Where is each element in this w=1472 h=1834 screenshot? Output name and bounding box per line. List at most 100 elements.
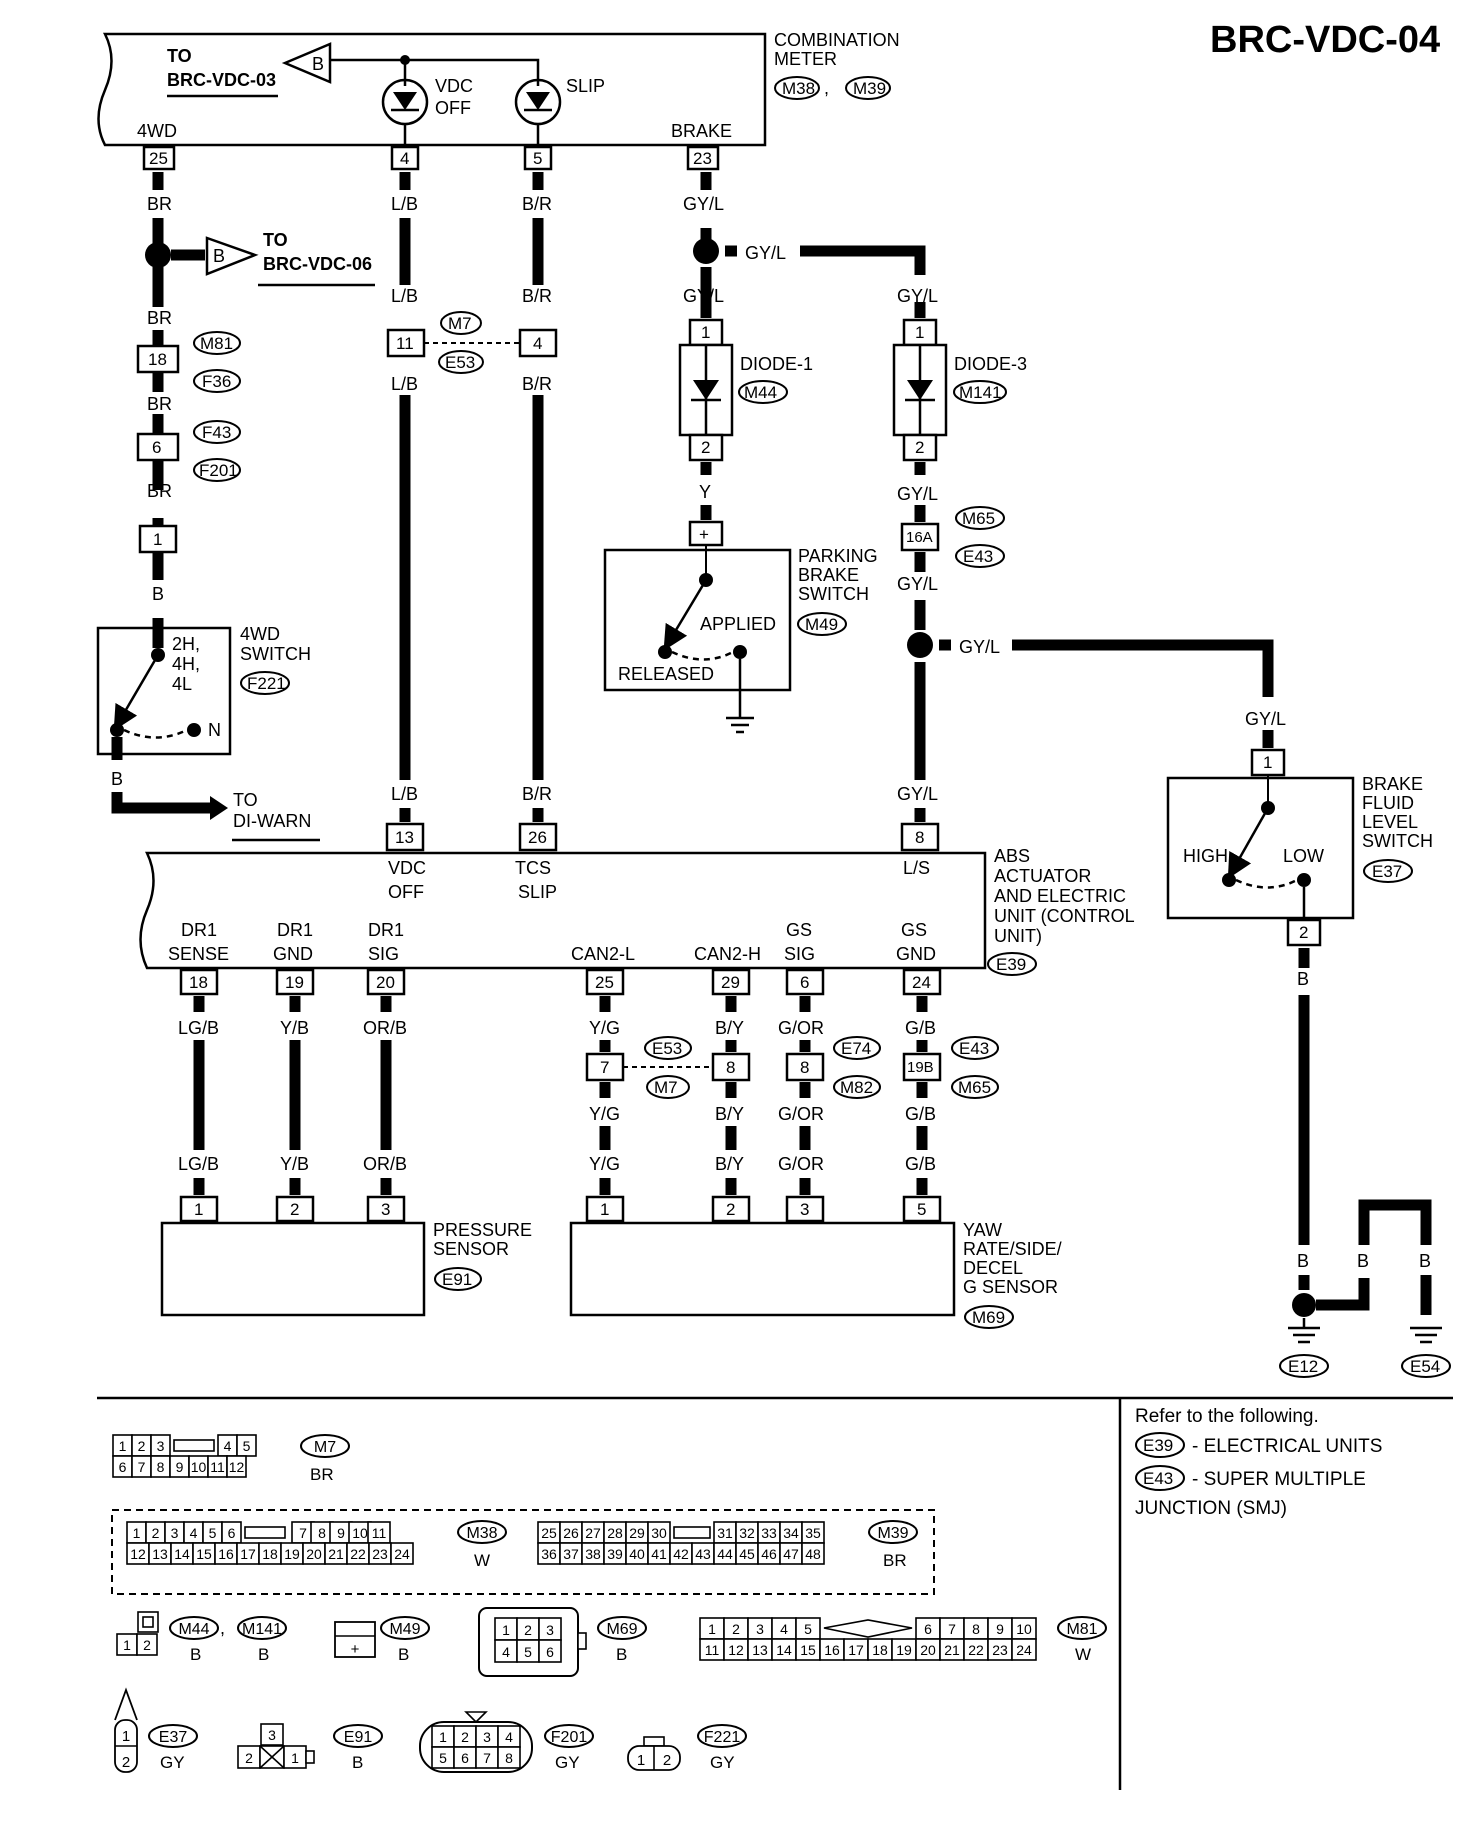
connector-e53-ref: E53	[438, 350, 484, 374]
pin-cell: 5	[804, 1621, 812, 1637]
svg-text:7: 7	[600, 1058, 609, 1077]
svg-text:1: 1	[1263, 753, 1272, 772]
pin-cell: 10	[352, 1525, 368, 1541]
svg-text:F36: F36	[202, 372, 231, 391]
svg-text:Y/B: Y/B	[280, 1018, 309, 1038]
svg-text:G SENSOR: G SENSOR	[963, 1277, 1058, 1297]
svg-text:E74: E74	[841, 1039, 871, 1058]
svg-text:18: 18	[189, 973, 208, 992]
svg-text:Y: Y	[699, 482, 711, 502]
svg-text:SLIP: SLIP	[566, 76, 605, 96]
svg-text:B/R: B/R	[522, 286, 552, 306]
connector-e91-ref: E91	[434, 1267, 482, 1291]
svg-text:Y/G: Y/G	[589, 1104, 620, 1124]
yaw-rate-sensor: 1 2 3 5 YAW RATE/SIDE/ DECEL G SENSOR M6…	[569, 1195, 1062, 1329]
connector-color: W	[1075, 1645, 1091, 1664]
pin-cell: 10	[1016, 1621, 1032, 1637]
svg-text:PRESSURE: PRESSURE	[433, 1220, 532, 1240]
arrow-b-to-vdc03: B	[281, 42, 332, 84]
pin-cell: 2	[152, 1525, 160, 1541]
svg-text:1: 1	[153, 530, 162, 549]
svg-text:- ELECTRICAL UNITS: - ELECTRICAL UNITS	[1192, 1436, 1382, 1457]
svg-text:6: 6	[152, 438, 161, 457]
pin-cell: 45	[739, 1546, 755, 1562]
svg-text:E43: E43	[959, 1039, 989, 1058]
svg-text:BRC-VDC-06: BRC-VDC-06	[263, 254, 372, 274]
svg-text:1: 1	[600, 1200, 609, 1219]
wire-gb: G/B G/B G/B	[905, 996, 936, 1195]
svg-text:VDC: VDC	[388, 858, 426, 878]
svg-text:B: B	[213, 246, 225, 266]
connector-16a: 16A	[900, 522, 940, 552]
wire-lb: L/B L/B L/B L/B	[391, 172, 418, 822]
pin-cell: 1	[119, 1438, 127, 1454]
combination-meter: COMBINATION METER M38 , M39 TO BRC-VDC-0…	[97, 30, 900, 147]
connector-e53b-ref: E53	[644, 1036, 692, 1060]
svg-text:4: 4	[400, 149, 409, 168]
wire-by: B/Y B/Y B/Y	[715, 996, 744, 1195]
svg-text:6: 6	[800, 973, 809, 992]
svg-text:SWITCH: SWITCH	[240, 644, 311, 664]
pin-cell: 9	[996, 1621, 1004, 1637]
svg-text:AND ELECTRIC: AND ELECTRIC	[994, 886, 1126, 906]
connector-ref: M141	[242, 1621, 282, 1638]
pin-cell: 10	[191, 1459, 207, 1475]
pin-cell: 4	[502, 1644, 510, 1660]
svg-text:5: 5	[917, 1200, 926, 1219]
svg-text:TCS: TCS	[515, 858, 551, 878]
svg-text:E53: E53	[445, 353, 475, 372]
pin-cell: 13	[752, 1642, 768, 1658]
svg-text:METER: METER	[774, 49, 837, 69]
pin-cell: 17	[848, 1642, 864, 1658]
brake-fluid-level-switch: 1 HIGH LOW 2 BRAKE FLUID LEVEL SWITCH E3…	[1166, 748, 1433, 947]
pin-cell: 34	[783, 1525, 799, 1541]
svg-text:BRC-VDC-03: BRC-VDC-03	[167, 70, 276, 90]
svg-text:SIG: SIG	[784, 944, 815, 964]
svg-text:GY/L: GY/L	[897, 574, 938, 594]
pin-cell: 4	[190, 1525, 198, 1541]
pin-cell: 11	[210, 1459, 225, 1475]
connector-6: 6	[136, 432, 180, 462]
svg-text:M49: M49	[805, 615, 838, 634]
pin-cell: 37	[563, 1546, 579, 1562]
to-brc-vdc-03-label: TO BRC-VDC-03	[167, 46, 278, 98]
connector-color: GY	[710, 1753, 735, 1772]
svg-text:DR1: DR1	[368, 920, 404, 940]
pin-cell: 4	[505, 1729, 513, 1745]
pin-cell: 32	[739, 1525, 755, 1541]
pin-cell: 22	[350, 1546, 366, 1562]
svg-text:3: 3	[800, 1200, 809, 1219]
svg-text:F201: F201	[199, 461, 238, 480]
svg-text:GY/L: GY/L	[959, 637, 1000, 657]
pin-8: 8	[900, 822, 940, 852]
svg-text:GY/L: GY/L	[897, 784, 938, 804]
svg-text:L/B: L/B	[391, 286, 418, 306]
wire-gor: G/OR G/OR G/OR	[778, 996, 824, 1195]
svg-text:RELEASED: RELEASED	[618, 664, 714, 684]
pin-cell: 6	[228, 1525, 236, 1541]
svg-text:GY/L: GY/L	[745, 243, 786, 263]
svg-text:5: 5	[533, 149, 542, 168]
pin-cell: 2	[524, 1622, 532, 1638]
svg-text:B: B	[1419, 1251, 1431, 1271]
svg-text:BR: BR	[147, 194, 172, 214]
svg-text:B: B	[1357, 1251, 1369, 1271]
svg-text:GY/L: GY/L	[1245, 709, 1286, 729]
pin-cell: 3	[756, 1621, 764, 1637]
svg-text:G/B: G/B	[905, 1018, 936, 1038]
svg-text:16A: 16A	[906, 529, 933, 546]
pin-cell: 7	[483, 1750, 491, 1766]
svg-text:E12: E12	[1288, 1357, 1318, 1376]
svg-text:29: 29	[721, 973, 740, 992]
diode-3: 1 2 DIODE-3 M141	[892, 318, 1027, 462]
diagram-title: BRC-VDC-04	[1210, 19, 1440, 61]
svg-text:E43: E43	[963, 547, 993, 566]
connector-m82-ref: M82	[833, 1075, 881, 1099]
ground-e54-icon: E54	[1401, 1354, 1451, 1378]
svg-text:B/R: B/R	[522, 194, 552, 214]
